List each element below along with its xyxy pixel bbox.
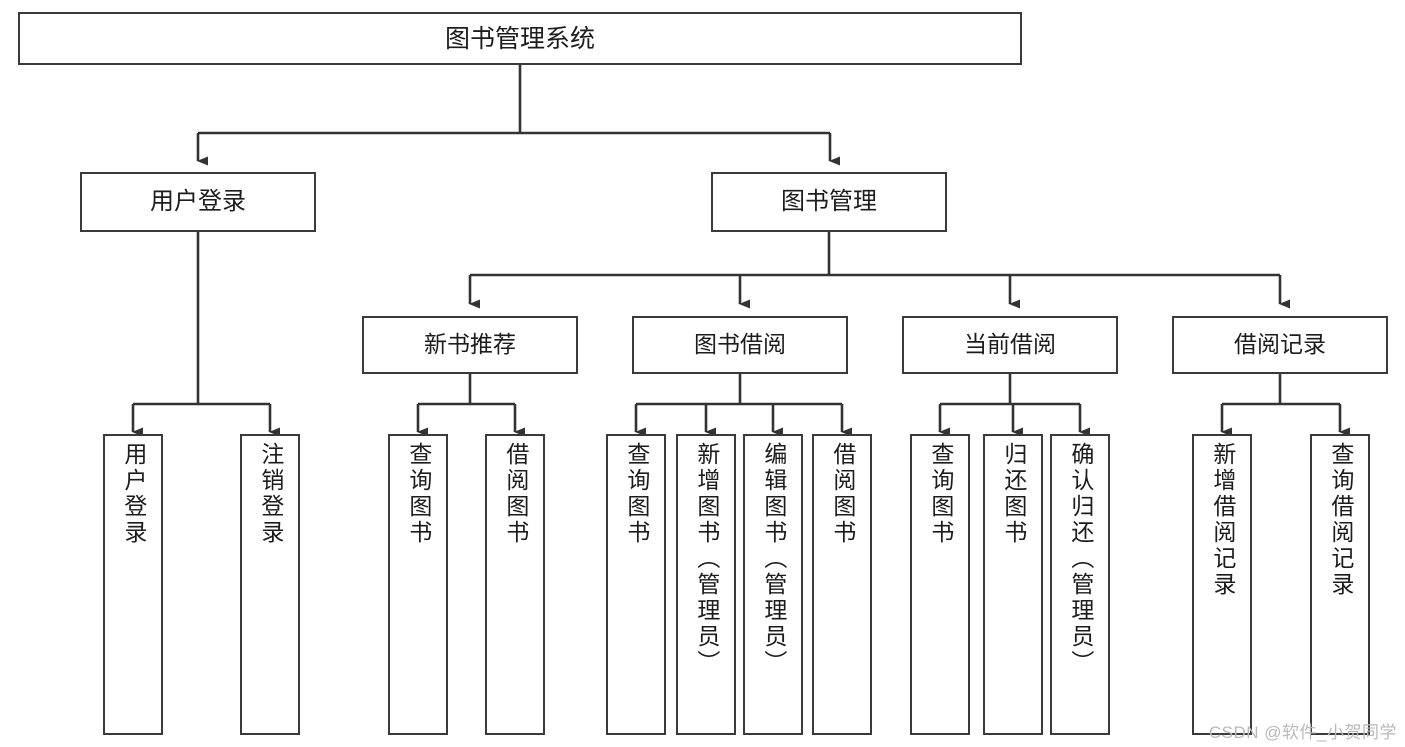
node-new-book-recommend-label: 新书推荐 bbox=[424, 331, 516, 358]
node-leaf-logout-label: 注销登录 bbox=[257, 442, 284, 546]
node-book-borrow-label: 图书借阅 bbox=[694, 331, 786, 358]
node-leaf-query-book-2[interactable]: 查询图书 bbox=[606, 434, 666, 735]
node-leaf-confirm-return-label: 确认归还（管理员） bbox=[1067, 442, 1094, 676]
node-leaf-return-book[interactable]: 归还图书 bbox=[983, 434, 1043, 735]
node-root-label: 图书管理系统 bbox=[444, 24, 595, 53]
node-current-borrow[interactable]: 当前借阅 bbox=[902, 316, 1118, 374]
node-leaf-user-login-label: 用户登录 bbox=[120, 442, 147, 546]
node-leaf-edit-book-label: 编辑图书（管理员） bbox=[760, 442, 787, 676]
node-leaf-query-book-1-label: 查询图书 bbox=[405, 442, 432, 546]
node-leaf-query-book-1[interactable]: 查询图书 bbox=[388, 434, 448, 735]
node-leaf-confirm-return[interactable]: 确认归还（管理员） bbox=[1050, 434, 1110, 735]
node-borrow-record[interactable]: 借阅记录 bbox=[1172, 316, 1388, 374]
node-leaf-add-record-label: 新增借阅记录 bbox=[1209, 442, 1236, 598]
node-book-borrow[interactable]: 图书借阅 bbox=[632, 316, 848, 374]
node-current-borrow-label: 当前借阅 bbox=[964, 331, 1056, 358]
node-leaf-return-book-label: 归还图书 bbox=[1000, 442, 1027, 546]
node-leaf-borrow-book-1[interactable]: 借阅图书 bbox=[485, 434, 545, 735]
node-user-login[interactable]: 用户登录 bbox=[80, 172, 316, 232]
node-leaf-query-book-3-label: 查询图书 bbox=[927, 442, 954, 546]
node-borrow-record-label: 借阅记录 bbox=[1234, 331, 1326, 358]
node-leaf-borrow-book-1-label: 借阅图书 bbox=[502, 442, 529, 546]
node-leaf-borrow-book-2-label: 借阅图书 bbox=[829, 442, 856, 546]
node-leaf-user-login[interactable]: 用户登录 bbox=[103, 434, 163, 735]
node-leaf-query-book-3[interactable]: 查询图书 bbox=[910, 434, 970, 735]
node-leaf-edit-book[interactable]: 编辑图书（管理员） bbox=[743, 434, 803, 735]
node-leaf-borrow-book-2[interactable]: 借阅图书 bbox=[812, 434, 872, 735]
node-leaf-add-record[interactable]: 新增借阅记录 bbox=[1192, 434, 1252, 735]
node-user-login-label: 用户登录 bbox=[150, 187, 246, 215]
node-book-manage-label: 图书管理 bbox=[781, 187, 877, 215]
node-leaf-query-book-2-label: 查询图书 bbox=[623, 442, 650, 546]
node-book-manage[interactable]: 图书管理 bbox=[711, 172, 947, 232]
node-root[interactable]: 图书管理系统 bbox=[18, 12, 1022, 65]
node-new-book-recommend[interactable]: 新书推荐 bbox=[362, 316, 578, 374]
node-leaf-query-record[interactable]: 查询借阅记录 bbox=[1310, 434, 1370, 735]
node-leaf-add-book[interactable]: 新增图书（管理员） bbox=[676, 434, 736, 735]
node-leaf-add-book-label: 新增图书（管理员） bbox=[693, 442, 720, 676]
node-leaf-logout[interactable]: 注销登录 bbox=[240, 434, 300, 735]
node-leaf-query-record-label: 查询借阅记录 bbox=[1327, 442, 1354, 598]
